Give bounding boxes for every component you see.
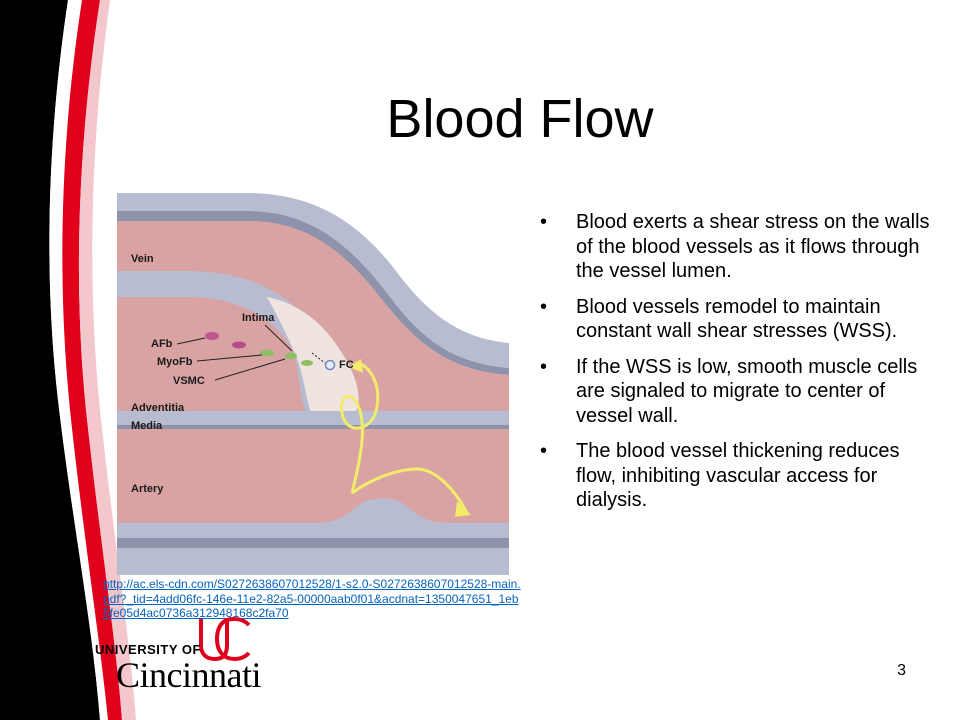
label-vein: Vein [131, 253, 154, 265]
label-artery: Artery [131, 483, 164, 495]
logo-university-text: UNIVERSITY OF [95, 642, 201, 657]
bullet-item: • Blood vessels remodel to maintain const… [540, 295, 940, 344]
source-link[interactable]: http://ac.els-cdn.com/S0272638607012528/… [103, 577, 521, 620]
bullet-text: If the WSS is low, smooth muscle cells a… [576, 355, 918, 427]
vessel-diagram: Vein Intima AFb MyoFb VSMC FC Adventitia… [117, 193, 509, 575]
label-afb: AFb [151, 338, 173, 350]
bullet-list: • Blood exerts a shear stress on the wall… [540, 210, 940, 524]
bullet-glyph: • [540, 355, 548, 378]
slide-title: Blood Flow [386, 89, 654, 149]
label-myofb: MyoFb [157, 356, 193, 368]
label-vsmc: VSMC [173, 375, 205, 387]
page-number: 3 [897, 662, 906, 679]
logo-cincinnati-text: Cincinnati [116, 655, 261, 695]
bullet-glyph: • [540, 440, 548, 462]
bullet-glyph: • [540, 295, 548, 318]
label-adventitia: Adventitia [131, 402, 185, 414]
bullet-text: Blood vessels remodel to maintain consta… [576, 295, 898, 343]
uc-monogram-icon [199, 616, 251, 662]
label-fc: FC [339, 359, 354, 371]
university-logo: UNIVERSITY OF Cincinnati [93, 615, 293, 695]
bullet-glyph: • [540, 211, 548, 233]
bullet-item: • The blood vessel thickening reduces flo… [540, 439, 940, 513]
label-intima: Intima [242, 312, 275, 324]
bullet-item: • Blood exerts a shear stress on the wall… [540, 210, 940, 284]
bullet-item: • If the WSS is low, smooth muscle cells … [540, 355, 940, 429]
label-media: Media [131, 420, 163, 432]
bullet-text: The blood vessel thickening reduces flow… [576, 440, 900, 511]
bullet-text: Blood exerts a shear stress on the walls… [576, 211, 930, 282]
